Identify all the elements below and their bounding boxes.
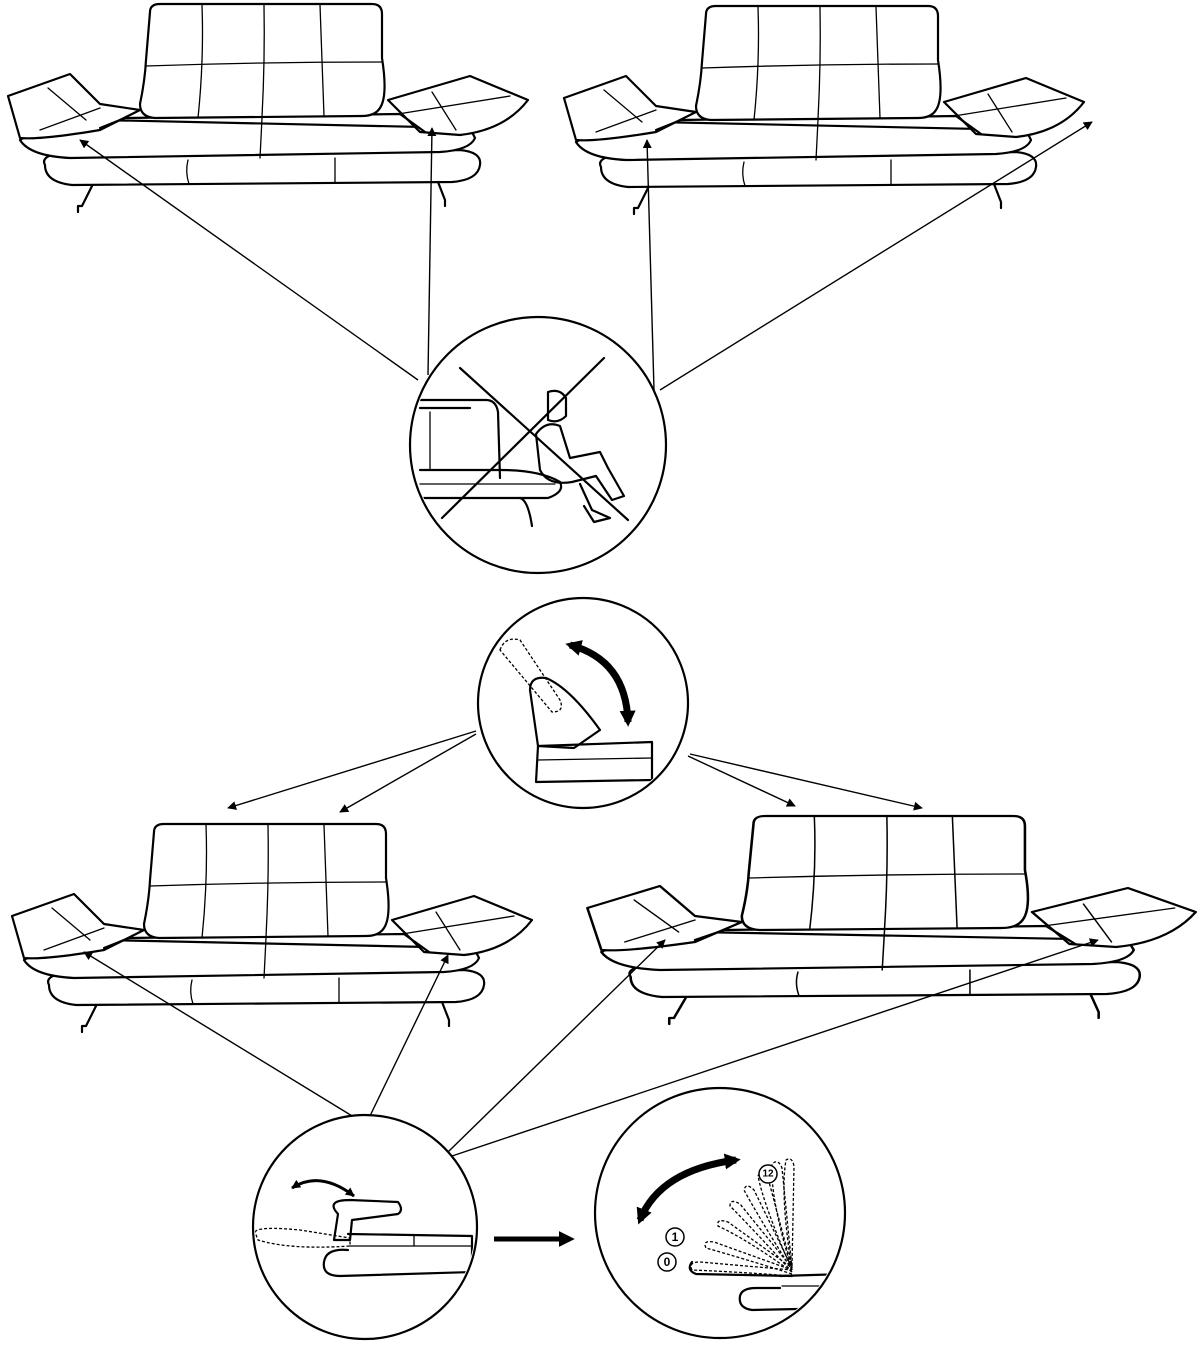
position-label-1: 1 [665,1227,685,1247]
pointer-top-left-arm-right [427,127,437,376]
person-body [534,423,626,502]
sofa-bottom-left [10,822,534,1034]
pointer-top-right-arm-right [659,121,1093,391]
pointer-backrest-br-2 [689,753,923,811]
armrest-lift-circle [251,1113,479,1341]
pointer-top-left-arm-left [79,139,419,381]
pointer-backrest-bl-1 [227,730,477,810]
person-head [546,389,568,423]
armrest-adjust-arrow [636,1153,741,1225]
pointer-backrest-br-1 [687,755,796,807]
backrest-rotate-arrow [565,640,636,727]
sofa-top-left [6,2,530,214]
sofa-top-right [562,4,1086,216]
armrest-lift-arrow [291,1179,355,1198]
cross-stroke-2 [440,356,606,520]
svg-text:1: 1 [672,1230,679,1244]
pointer-backrest-bl-2 [339,733,477,813]
svg-text:12: 12 [762,1169,774,1180]
pointer-arm-bl-right [367,954,449,1121]
pointer-top-right-arm-left [642,139,655,391]
pointer-arm-bl-left [83,951,363,1123]
cross-stroke-1 [458,366,630,522]
no-sitting-warning-circle [408,315,668,575]
pointer-arm-br-right [451,938,1099,1157]
sofa-bottom-right [586,814,1198,1026]
backrest-adjust-circle [476,596,690,810]
pointer-arm-br-left [447,939,666,1153]
svg-text:0: 0 [664,1255,671,1269]
position-label-12: 12 [758,1164,778,1184]
armrest-positions-circle: 0 1 12 [593,1086,847,1340]
position-label-0: 0 [657,1252,677,1272]
